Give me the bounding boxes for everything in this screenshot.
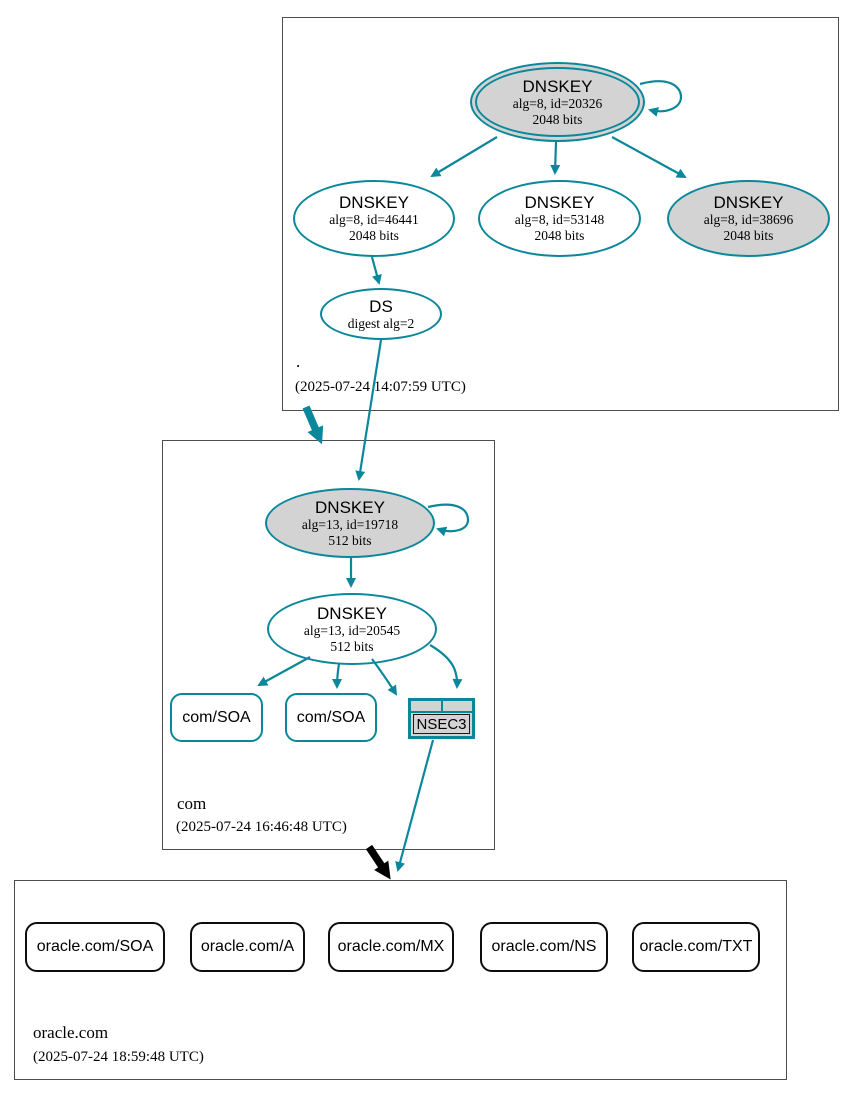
- oracle-com-mx-rrset[interactable]: oracle.com/MX: [328, 922, 454, 972]
- zone-oracle-com-timestamp: (2025-07-24 18:59:48 UTC): [33, 1049, 204, 1065]
- zone-root-label: .: [296, 352, 301, 371]
- node-title: DNSKEY: [713, 193, 784, 212]
- com-soa-rrset-1[interactable]: com/SOA: [170, 693, 263, 742]
- node-detail: 512 bits: [328, 532, 372, 548]
- oracle-com-ns-rrset[interactable]: oracle.com/NS: [480, 922, 608, 972]
- node-detail: 2048 bits: [534, 228, 585, 243]
- ksk-double-ring: [475, 67, 640, 137]
- com-soa-rrset-2[interactable]: com/SOA: [285, 693, 377, 742]
- nsec3-label: NSEC3: [413, 714, 470, 734]
- node-title: DNSKEY: [524, 193, 595, 212]
- zone-arrow-root-to-com: [302, 405, 324, 445]
- node-title: DNSKEY: [339, 193, 409, 212]
- node-title: DNSKEY: [522, 76, 593, 96]
- nsec3-cell: [411, 701, 443, 711]
- nsec3-record-cells: [411, 701, 472, 713]
- dnskey-19718-node[interactable]: DNSKEY alg=13, id=19718 512 bits: [265, 488, 435, 558]
- zone-root-box: [282, 17, 839, 411]
- node-title: DNSKEY: [317, 603, 387, 623]
- node-detail: alg=8, id=53148: [514, 212, 605, 227]
- oracle-com-soa-rrset[interactable]: oracle.com/SOA: [25, 922, 165, 972]
- ds-root-node[interactable]: DS digest alg=2: [320, 288, 442, 340]
- nsec3-cell: [442, 701, 472, 711]
- dnskey-46441-node[interactable]: DNSKEY alg=8, id=46441 2048 bits: [293, 180, 455, 257]
- node-detail: 2048 bits: [723, 228, 774, 243]
- zone-root-timestamp: (2025-07-24 14:07:59 UTC): [295, 379, 466, 395]
- node-title: DS: [369, 296, 393, 316]
- node-detail: alg=13, id=20545: [303, 622, 401, 638]
- zone-com-timestamp: (2025-07-24 16:46:48 UTC): [176, 819, 347, 835]
- zone-arrow-com-to-oracle: [365, 844, 391, 880]
- node-detail: alg=8, id=38696: [703, 212, 794, 227]
- zone-oracle-com-label: oracle.com: [33, 1023, 109, 1042]
- dnskey-ksk-20326-node[interactable]: DNSKEY alg=8, id=20326 2048 bits: [470, 62, 645, 142]
- node-detail: 512 bits: [330, 638, 374, 654]
- node-detail: alg=13, id=19718: [301, 516, 399, 532]
- nsec3-node[interactable]: NSEC3: [408, 698, 475, 739]
- zone-oracle-com-box: [14, 880, 787, 1080]
- dnskey-53148-node[interactable]: DNSKEY alg=8, id=53148 2048 bits: [478, 180, 641, 257]
- dnskey-20545-node[interactable]: DNSKEY alg=13, id=20545 512 bits: [267, 593, 437, 665]
- node-detail: alg=8, id=20326: [512, 95, 603, 111]
- node-detail: alg=8, id=46441: [329, 212, 419, 227]
- dnskey-38696-node[interactable]: DNSKEY alg=8, id=38696 2048 bits: [667, 180, 830, 257]
- node-title: DNSKEY: [315, 497, 385, 517]
- node-detail: 2048 bits: [532, 111, 583, 127]
- zone-com-label: com: [177, 794, 207, 813]
- oracle-com-txt-rrset[interactable]: oracle.com/TXT: [632, 922, 760, 972]
- node-detail: 2048 bits: [349, 228, 399, 243]
- zone-com-box: [162, 440, 495, 850]
- oracle-com-a-rrset[interactable]: oracle.com/A: [190, 922, 305, 972]
- node-detail: digest alg=2: [347, 315, 415, 331]
